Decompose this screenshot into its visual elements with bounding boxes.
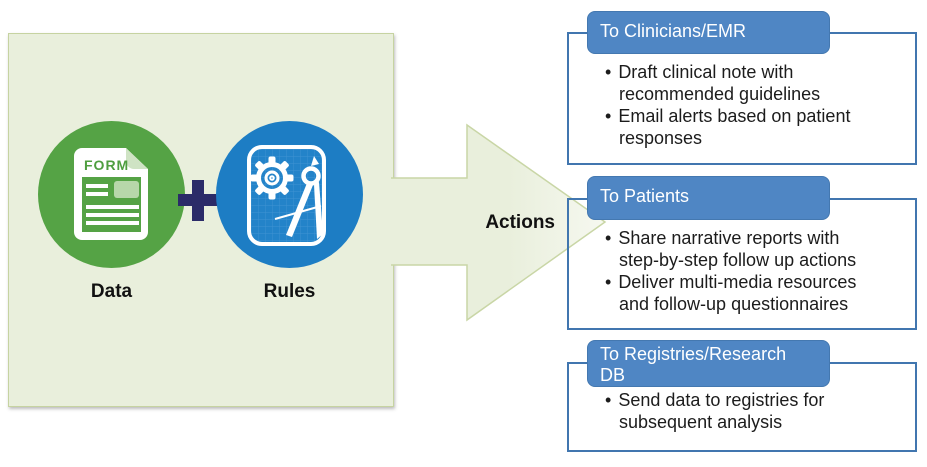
form-document-icon: FORM [74, 148, 148, 240]
bullet-item: Share narrative reports with step-by-ste… [605, 227, 909, 271]
rules-circle [216, 121, 363, 268]
data-label: Data [90, 281, 133, 302]
clinicians-box-header: To Clinicians/EMR [587, 11, 830, 54]
compass-icon [274, 156, 323, 239]
patients-box-header: To Patients [587, 176, 830, 220]
clinicians-bullet-list: Draft clinical note with recommended gui… [569, 34, 915, 149]
form-text: FORM [84, 157, 129, 173]
rules-label: Rules [263, 281, 316, 302]
patients-bullet-list: Share narrative reports with step-by-ste… [569, 200, 915, 315]
plus-icon [178, 180, 218, 221]
bullet-item: Draft clinical note with recommended gui… [605, 61, 909, 105]
registries-box-header: To Registries/Research DB [587, 340, 830, 387]
actions-label: Actions [485, 212, 555, 233]
bullet-item: Email alerts based on patient responses [605, 105, 909, 149]
clinicians-box-body: Draft clinical note with recommended gui… [567, 32, 917, 165]
data-circle: FORM [38, 121, 185, 268]
plus-vertical-bar [192, 180, 204, 221]
bullet-item: Deliver multi-media resources and follow… [605, 271, 909, 315]
registries-bullet-list: Send data to registries for subsequent a… [569, 364, 915, 433]
actions-arrow [391, 123, 607, 322]
folded-corner [126, 148, 148, 169]
bullet-item: Send data to registries for subsequent a… [605, 389, 909, 433]
blueprint-icon [247, 145, 326, 246]
gear-icon [250, 156, 294, 200]
